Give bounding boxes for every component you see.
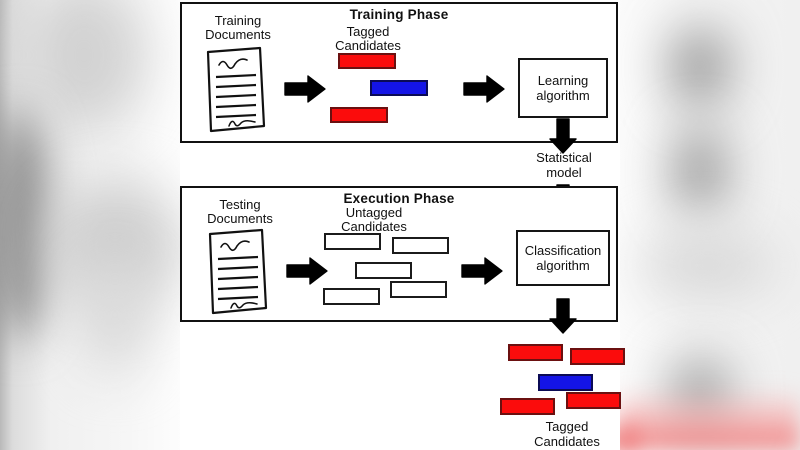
statistical-model-label-line1: Statistical: [536, 150, 592, 165]
output-tagged-candidates-label: Tagged Candidates: [512, 419, 622, 449]
classification-algorithm-label-line1: Classification: [524, 243, 602, 258]
execution-arrow-documents-to-candidates: [286, 256, 328, 286]
tagged-candidate-bar-1: [338, 53, 396, 69]
output-candidate-bar-1: [508, 344, 563, 361]
untagged-candidate-box-1: [324, 233, 381, 250]
output-label-line2: Candidates: [534, 434, 600, 449]
testing-documents-label: Testing Documents: [190, 198, 290, 226]
learning-algorithm-box: Learning algorithm: [518, 58, 608, 118]
untagged-candidate-box-5: [390, 281, 447, 298]
training-arrow-candidates-to-algorithm: [463, 74, 505, 104]
untagged-candidates-label: Untagged Candidates: [322, 206, 426, 234]
learning-algorithm-label-line2: algorithm: [536, 88, 590, 103]
training-documents-label-line1: Training: [214, 13, 262, 28]
arrow-learning-to-statistical-model: [548, 118, 578, 154]
arrow-classification-to-output: [548, 298, 578, 334]
tagged-candidates-label: Tagged Candidates: [320, 25, 416, 53]
training-phase-title: Training Phase: [349, 7, 449, 22]
background-blob-7: [640, 232, 776, 298]
tagged-candidate-bar-2: [370, 80, 428, 96]
testing-documents-label-line1: Testing: [219, 197, 261, 212]
output-candidate-bar-5: [566, 392, 621, 409]
background-blob-5: [672, 28, 728, 106]
training-document-icon: [203, 46, 269, 134]
tagged-candidate-bar-3: [330, 107, 388, 123]
testing-documents-label-line2: Documents: [207, 211, 273, 226]
untagged-candidate-box-3: [355, 262, 412, 279]
training-documents-label-line2: Documents: [205, 27, 271, 42]
classification-algorithm-label-line2: algorithm: [536, 258, 590, 273]
tagged-candidates-label-line1: Tagged: [346, 24, 390, 39]
execution-phase-title: Execution Phase: [343, 191, 455, 206]
training-documents-label: Training Documents: [190, 14, 286, 42]
untagged-candidates-label-line1: Untagged: [345, 205, 403, 220]
background-blob-2: [0, 110, 50, 340]
classification-algorithm-box: Classification algorithm: [516, 230, 610, 286]
output-candidate-bar-3: [538, 374, 593, 391]
background-blob-1: [24, 0, 144, 130]
testing-document-icon: [205, 228, 271, 316]
untagged-candidate-box-2: [392, 237, 449, 254]
output-label-line1: Tagged: [545, 419, 589, 434]
output-candidate-bar-4: [500, 398, 555, 415]
training-arrow-documents-to-candidates: [284, 74, 326, 104]
untagged-candidate-box-4: [323, 288, 380, 305]
untagged-candidates-label-line2: Candidates: [341, 219, 407, 234]
statistical-model-label: Statistical model: [516, 150, 612, 180]
background-blob-4: [80, 255, 150, 375]
execution-arrow-candidates-to-algorithm: [461, 256, 503, 286]
tagged-candidates-label-line2: Candidates: [335, 38, 401, 53]
statistical-model-label-line2: model: [546, 165, 582, 180]
learning-algorithm-label-line1: Learning: [537, 73, 589, 88]
output-candidate-bar-2: [570, 348, 625, 365]
background-red-strip: [618, 388, 800, 450]
background-blob-6: [676, 128, 724, 214]
